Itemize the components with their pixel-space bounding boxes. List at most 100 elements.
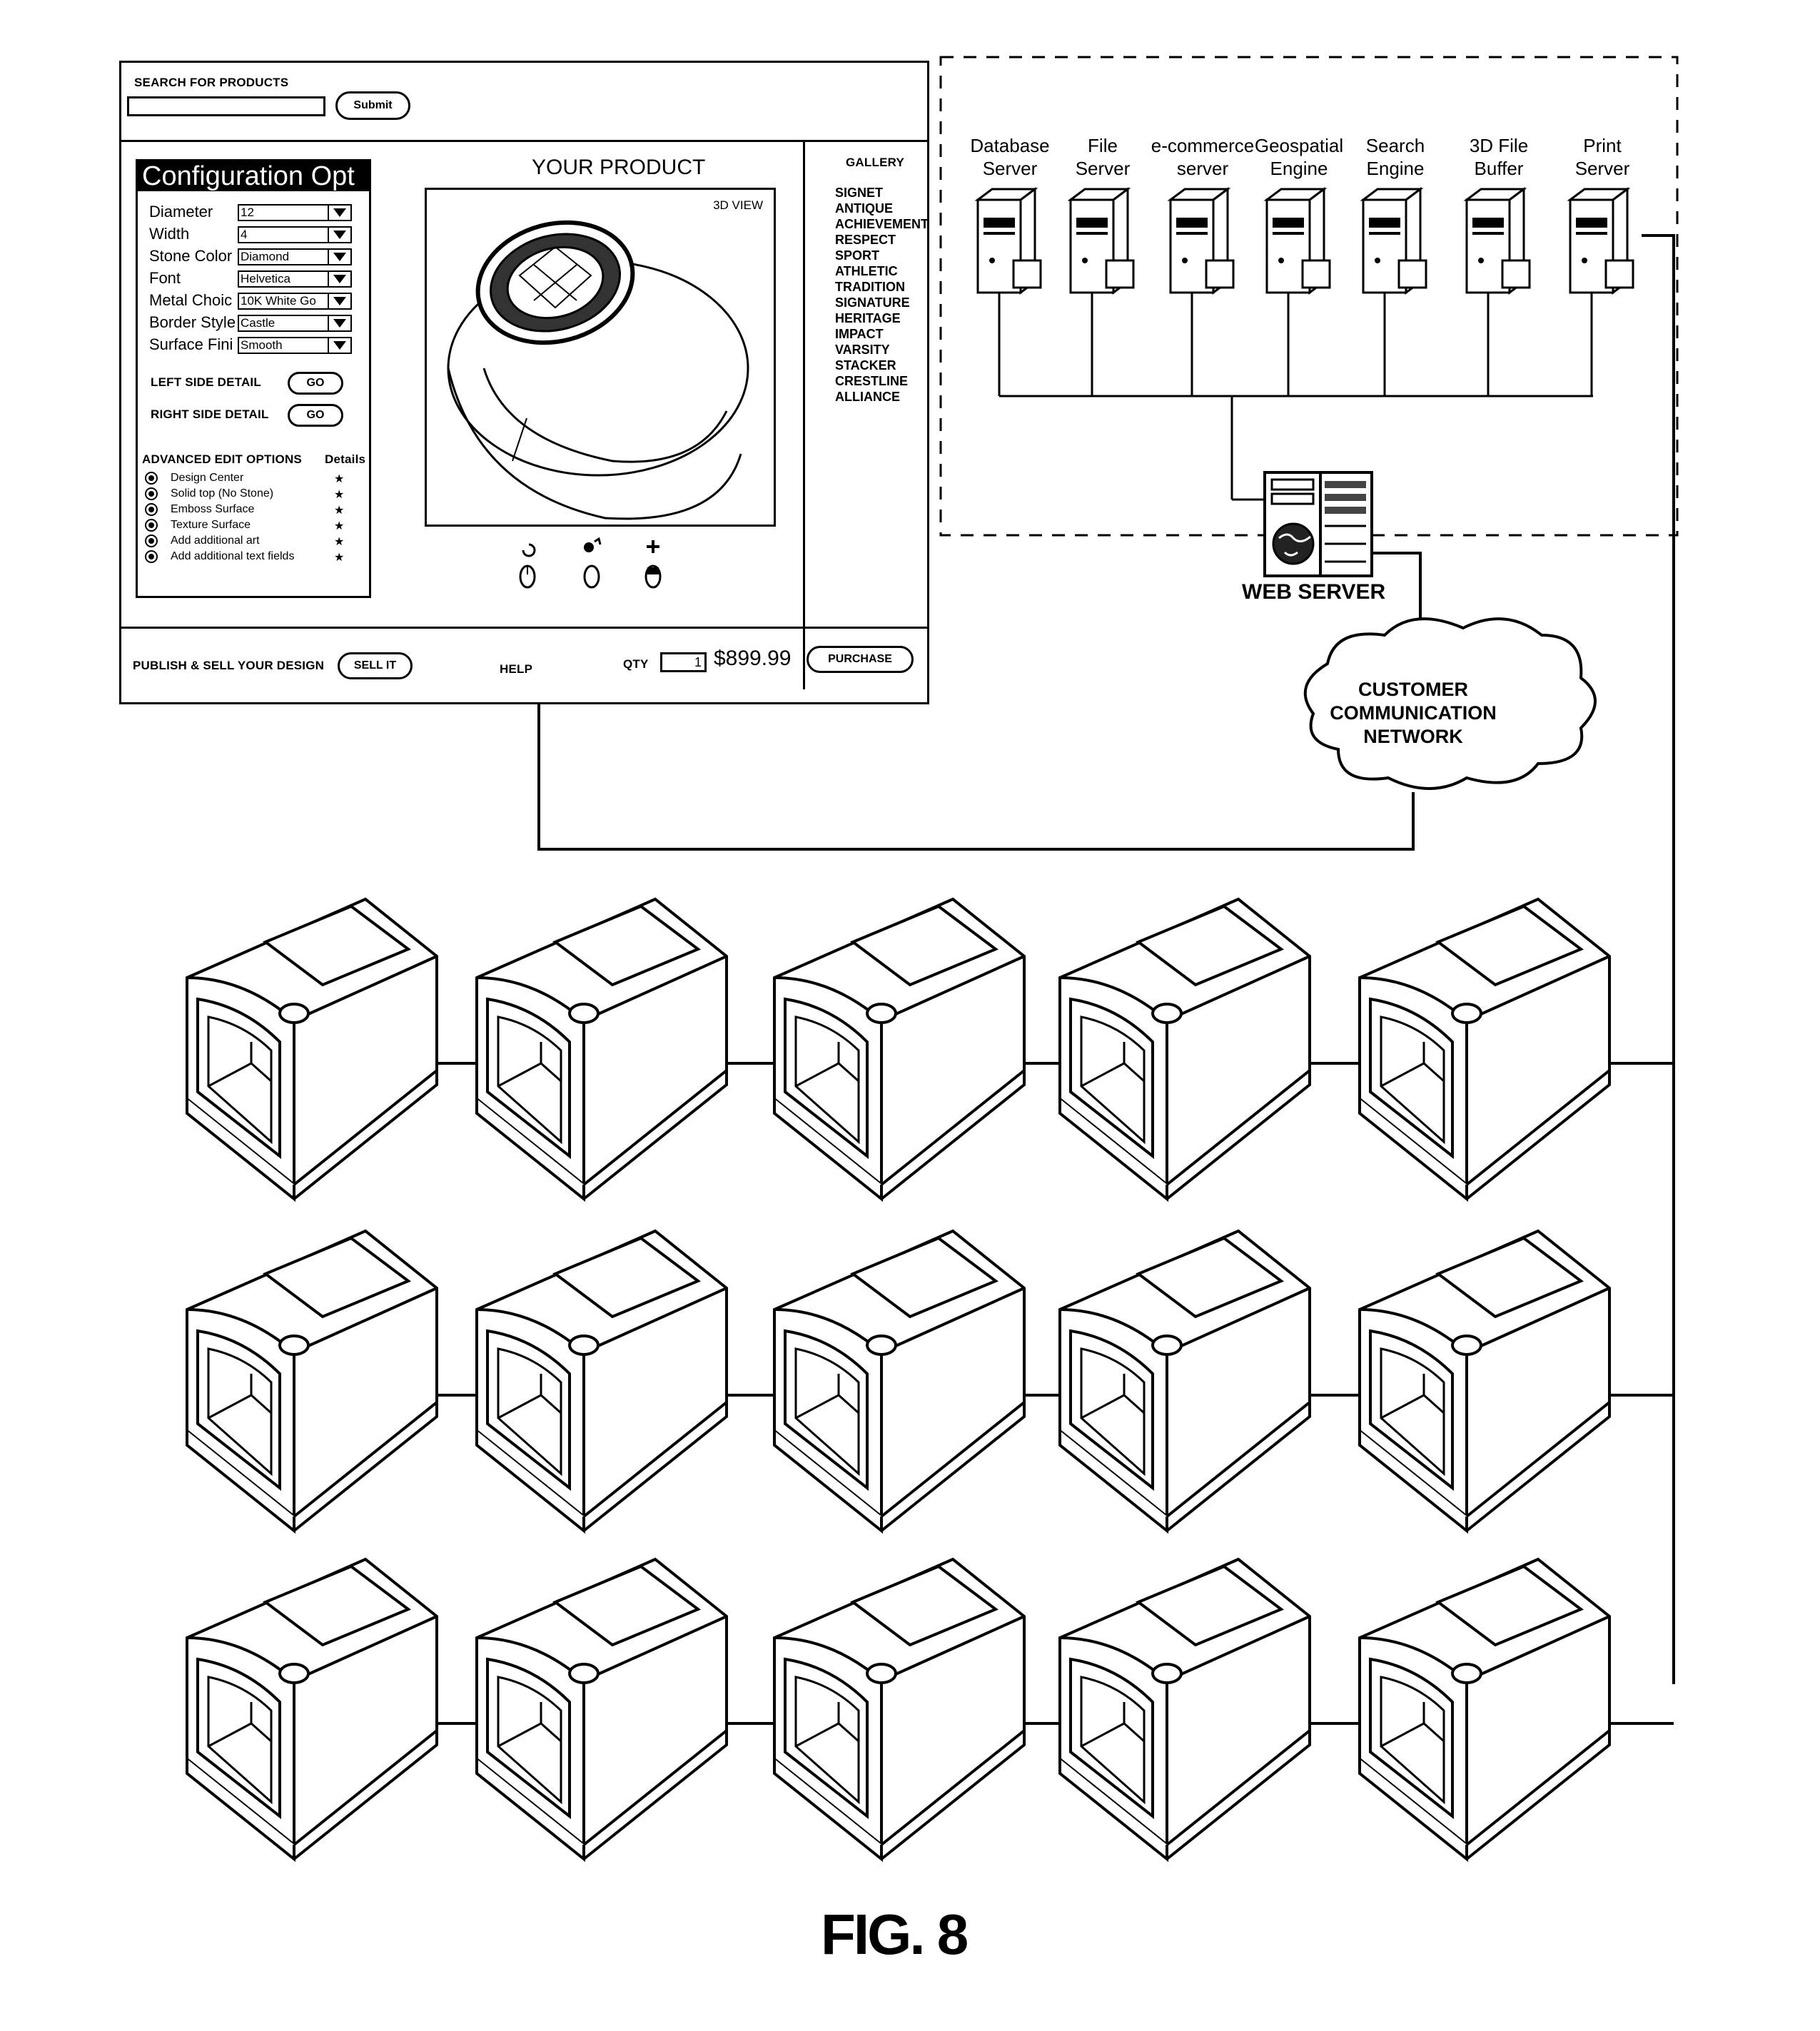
database-cylinder-icon [974, 187, 1042, 295]
gallery-item[interactable]: SPORT [835, 248, 880, 263]
details-star-icon[interactable]: ★ [334, 520, 345, 532]
advanced-option-label: Solid top (No Stone) [171, 487, 274, 500]
advanced-option[interactable]: Texture Surface [145, 519, 251, 532]
kiosk-terminal-icon [773, 1229, 1071, 1534]
chevron-down-icon[interactable] [328, 250, 350, 264]
ring-render [447, 220, 749, 520]
kiosk-terminal-icon [186, 897, 487, 1202]
config-label: Diameter [149, 203, 213, 221]
view-controls [519, 537, 662, 589]
sell-it-button[interactable]: SELL IT [338, 652, 413, 679]
gallery-item[interactable]: TRADITION [835, 280, 905, 294]
server-label: Search Engine [1365, 135, 1425, 179]
radio-icon[interactable] [145, 472, 158, 485]
config-select-value: 12 [241, 206, 254, 219]
kiosk-terminal-icon [475, 897, 785, 1202]
gallery-item[interactable]: ATHLETIC [835, 264, 898, 278]
left-side-detail-label: LEFT SIDE DETAIL [151, 375, 261, 389]
pan-control-icon[interactable] [583, 537, 602, 589]
chevron-down-icon[interactable] [328, 206, 350, 220]
gallery-item[interactable]: RESPECT [835, 233, 896, 247]
network-label-line-3: NETWORK [1363, 726, 1463, 747]
gallery-item[interactable]: SIGNET [835, 186, 884, 200]
gallery-item[interactable]: ACHIEVEMENT [835, 217, 929, 231]
details-star-icon[interactable]: ★ [334, 473, 345, 485]
radio-icon[interactable] [145, 487, 158, 500]
left-go-button[interactable]: GO [288, 372, 343, 395]
gallery-item[interactable]: STACKER [835, 358, 896, 373]
advanced-option[interactable]: Solid top (No Stone) [145, 487, 273, 500]
gallery-item[interactable]: IMPACT [835, 327, 884, 341]
qty-label: QTY [623, 657, 649, 671]
configuration-title: Configuration Opt [138, 161, 369, 191]
footer-divider [121, 627, 928, 629]
config-select[interactable]: Smooth [238, 337, 352, 354]
keyboard-icon [1360, 187, 1427, 295]
chevron-down-icon[interactable] [328, 294, 350, 308]
product-3d-view[interactable]: 3D VIEW [425, 188, 776, 527]
config-select-value: Diamond [241, 250, 290, 263]
printer-network-icon [1567, 187, 1634, 295]
config-select[interactable]: Castle [238, 315, 352, 332]
purchase-button[interactable]: PURCHASE [807, 646, 914, 673]
network-label: CUSTOMER COMMUNICATION NETWORK [1285, 678, 1542, 749]
chevron-down-icon[interactable] [328, 228, 350, 242]
gallery-title: GALLERY [846, 156, 904, 169]
gallery-item[interactable]: SIGNATURE [835, 295, 910, 310]
server-label: e-commerce server [1151, 135, 1255, 179]
gallery-divider [803, 140, 805, 689]
submit-button[interactable]: Submit [335, 91, 410, 120]
advanced-option-label: Texture Surface [171, 519, 251, 532]
kiosk-terminal-icon [186, 1557, 487, 1863]
chevron-down-icon[interactable] [328, 272, 350, 286]
web-server-label: WEB SERVER [1242, 580, 1386, 604]
3d-view-label: 3D VIEW [713, 198, 763, 212]
gallery-item[interactable]: ANTIQUE [835, 201, 893, 216]
advanced-option[interactable]: Add additional text fields [145, 550, 294, 563]
kiosk-grid [186, 897, 1674, 1863]
search-label: SEARCH FOR PRODUCTS [134, 76, 289, 89]
advanced-option[interactable]: Emboss Surface [145, 503, 254, 516]
config-label: Font [149, 269, 181, 287]
chevron-down-icon[interactable] [328, 316, 350, 330]
details-star-icon[interactable]: ★ [334, 505, 345, 517]
server-cluster-boundary [939, 56, 1679, 537]
gallery-item[interactable]: HERITAGE [835, 311, 901, 325]
advanced-option[interactable]: Add additional art [145, 535, 260, 547]
search-input[interactable] [127, 96, 325, 116]
kiosk-terminal-icon [475, 1557, 785, 1863]
config-select[interactable]: 10K White Go [238, 293, 352, 310]
gallery-item[interactable]: CRESTLINE [835, 374, 909, 388]
right-go-button[interactable]: GO [288, 404, 343, 427]
advanced-option-label: Add additional art [171, 535, 260, 547]
details-star-icon[interactable]: ★ [334, 552, 345, 564]
zoom-control-icon[interactable] [644, 540, 662, 589]
radio-icon[interactable] [145, 550, 158, 563]
advanced-option-label: Add additional text fields [171, 550, 295, 563]
config-select-value: Castle [241, 316, 275, 330]
chevron-down-icon[interactable] [328, 338, 350, 353]
file-icon [1463, 187, 1531, 295]
radio-icon[interactable] [145, 535, 158, 547]
radio-icon[interactable] [145, 519, 158, 532]
config-select[interactable]: 4 [238, 226, 352, 243]
help-link[interactable]: HELP [500, 662, 533, 676]
rotate-control-icon[interactable] [519, 543, 536, 589]
details-star-icon[interactable]: ★ [334, 536, 345, 548]
config-select[interactable]: Helvetica [238, 270, 352, 288]
config-select[interactable]: 12 [238, 204, 352, 221]
network-label-line-2: COMMUNICATION [1330, 702, 1497, 724]
details-star-icon[interactable]: ★ [334, 489, 345, 501]
gallery-item[interactable]: VARSITY [835, 343, 890, 357]
config-label: Border Style [149, 313, 236, 331]
qty-input[interactable]: 1 [660, 652, 707, 672]
config-select-value: 10K White Go [241, 294, 316, 308]
network-label-line-1: CUSTOMER [1358, 679, 1468, 700]
config-select[interactable]: Diamond [238, 248, 352, 265]
advanced-option[interactable]: Design Center [145, 472, 243, 485]
radio-icon[interactable] [145, 503, 158, 516]
gallery-item[interactable]: ALLIANCE [835, 390, 900, 404]
customer-network-cloud [1303, 617, 1597, 790]
